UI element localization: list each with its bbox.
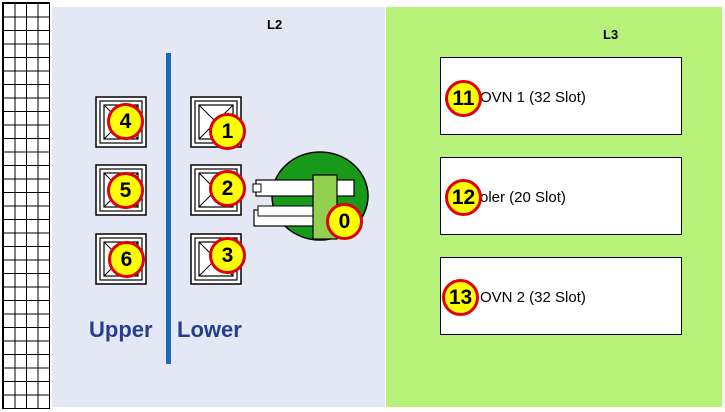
- lower-side-label: Lower: [177, 317, 242, 342]
- position-marker-2: 2: [209, 170, 246, 207]
- position-marker-11: 11: [445, 80, 482, 117]
- device-label: OVN 1 (32 Slot): [480, 89, 586, 106]
- position-marker-5: 5: [107, 172, 144, 209]
- position-marker-6: 6: [108, 241, 145, 278]
- position-marker-3: 3: [209, 237, 246, 274]
- device-label: OVN 2 (32 Slot): [480, 289, 586, 306]
- zone-l2-label: L2: [267, 17, 283, 32]
- device-label: oler (20 Slot): [480, 189, 566, 206]
- position-marker-12: 12: [445, 179, 482, 216]
- position-marker-4: 4: [107, 103, 144, 140]
- upper-lower-divider: [166, 53, 171, 364]
- device-ovn-2[interactable]: OVN 2 (32 Slot): [440, 257, 682, 335]
- rack-grid-icon: [2, 2, 50, 409]
- position-marker-0: 0: [326, 203, 363, 240]
- zone-l3-label: L3: [603, 27, 619, 42]
- robot-arm[interactable]: [250, 150, 375, 255]
- position-marker-13: 13: [442, 279, 479, 316]
- upper-side-label: Upper: [89, 317, 153, 342]
- position-marker-1: 1: [209, 113, 246, 150]
